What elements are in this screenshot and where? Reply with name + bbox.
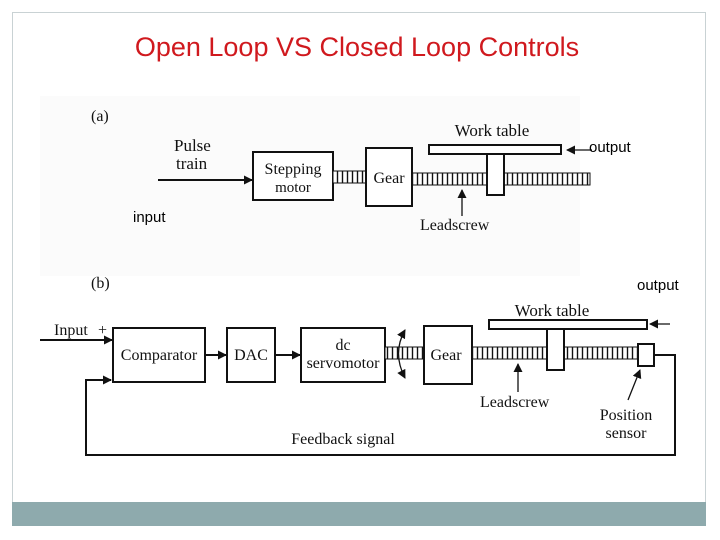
output-label-b: output	[637, 277, 679, 294]
dac-label: DAC	[234, 347, 268, 364]
input-label-a: input	[133, 209, 166, 226]
dac-box	[226, 327, 276, 383]
gear-label-b: Gear	[430, 347, 462, 364]
sensor-pointer	[627, 369, 642, 401]
plus-sign: +	[98, 322, 107, 339]
slide-title: Open Loop VS Closed Loop Controls	[134, 32, 580, 62]
work-table-label-a: Work table	[455, 121, 530, 140]
pulse-train-line2: train	[176, 154, 208, 173]
output-label-a: output	[589, 139, 631, 156]
feedback-signal-label: Feedback signal	[291, 431, 395, 448]
motor-shaft-a	[332, 170, 368, 184]
servomotor-line2: servomotor	[307, 355, 381, 372]
work-table-b	[488, 319, 648, 330]
servomotor-line1: dc	[335, 337, 350, 354]
open-loop-diagram: (a) Pulse train Stepping motor Gear Work…	[91, 108, 592, 234]
work-table-nut-a	[486, 153, 505, 196]
tag-b: (b)	[91, 275, 110, 292]
work-table-nut-b	[546, 328, 565, 371]
rotation-arrow	[397, 329, 406, 379]
closed-loop-diagram: (b) Input + − Comparator DAC dc servomot…	[40, 275, 676, 456]
motor-shaft-b	[384, 346, 425, 360]
gear-label-a: Gear	[373, 170, 405, 187]
leadscrew-label-a: Leadscrew	[420, 217, 490, 234]
position-sensor-line1: Position	[600, 407, 652, 424]
input-label-b: Input	[54, 322, 88, 339]
work-table-a	[428, 144, 562, 155]
work-table-label-b: Work table	[515, 301, 590, 320]
position-sensor-line2: sensor	[606, 425, 648, 442]
position-sensor-box	[637, 343, 655, 367]
leadscrew-label-b: Leadscrew	[480, 394, 550, 411]
stepping-motor-line2: motor	[275, 180, 311, 196]
gear-box-b	[423, 325, 473, 385]
tag-a: (a)	[91, 108, 109, 125]
footer-bar	[12, 502, 706, 526]
comparator-label: Comparator	[121, 347, 198, 364]
pulse-train-line1: Pulse	[174, 136, 211, 155]
minus-sign: −	[98, 373, 107, 390]
stepping-motor-line1: Stepping	[265, 161, 322, 178]
slide-frame	[12, 12, 706, 526]
feedback-loop-line	[85, 354, 676, 456]
